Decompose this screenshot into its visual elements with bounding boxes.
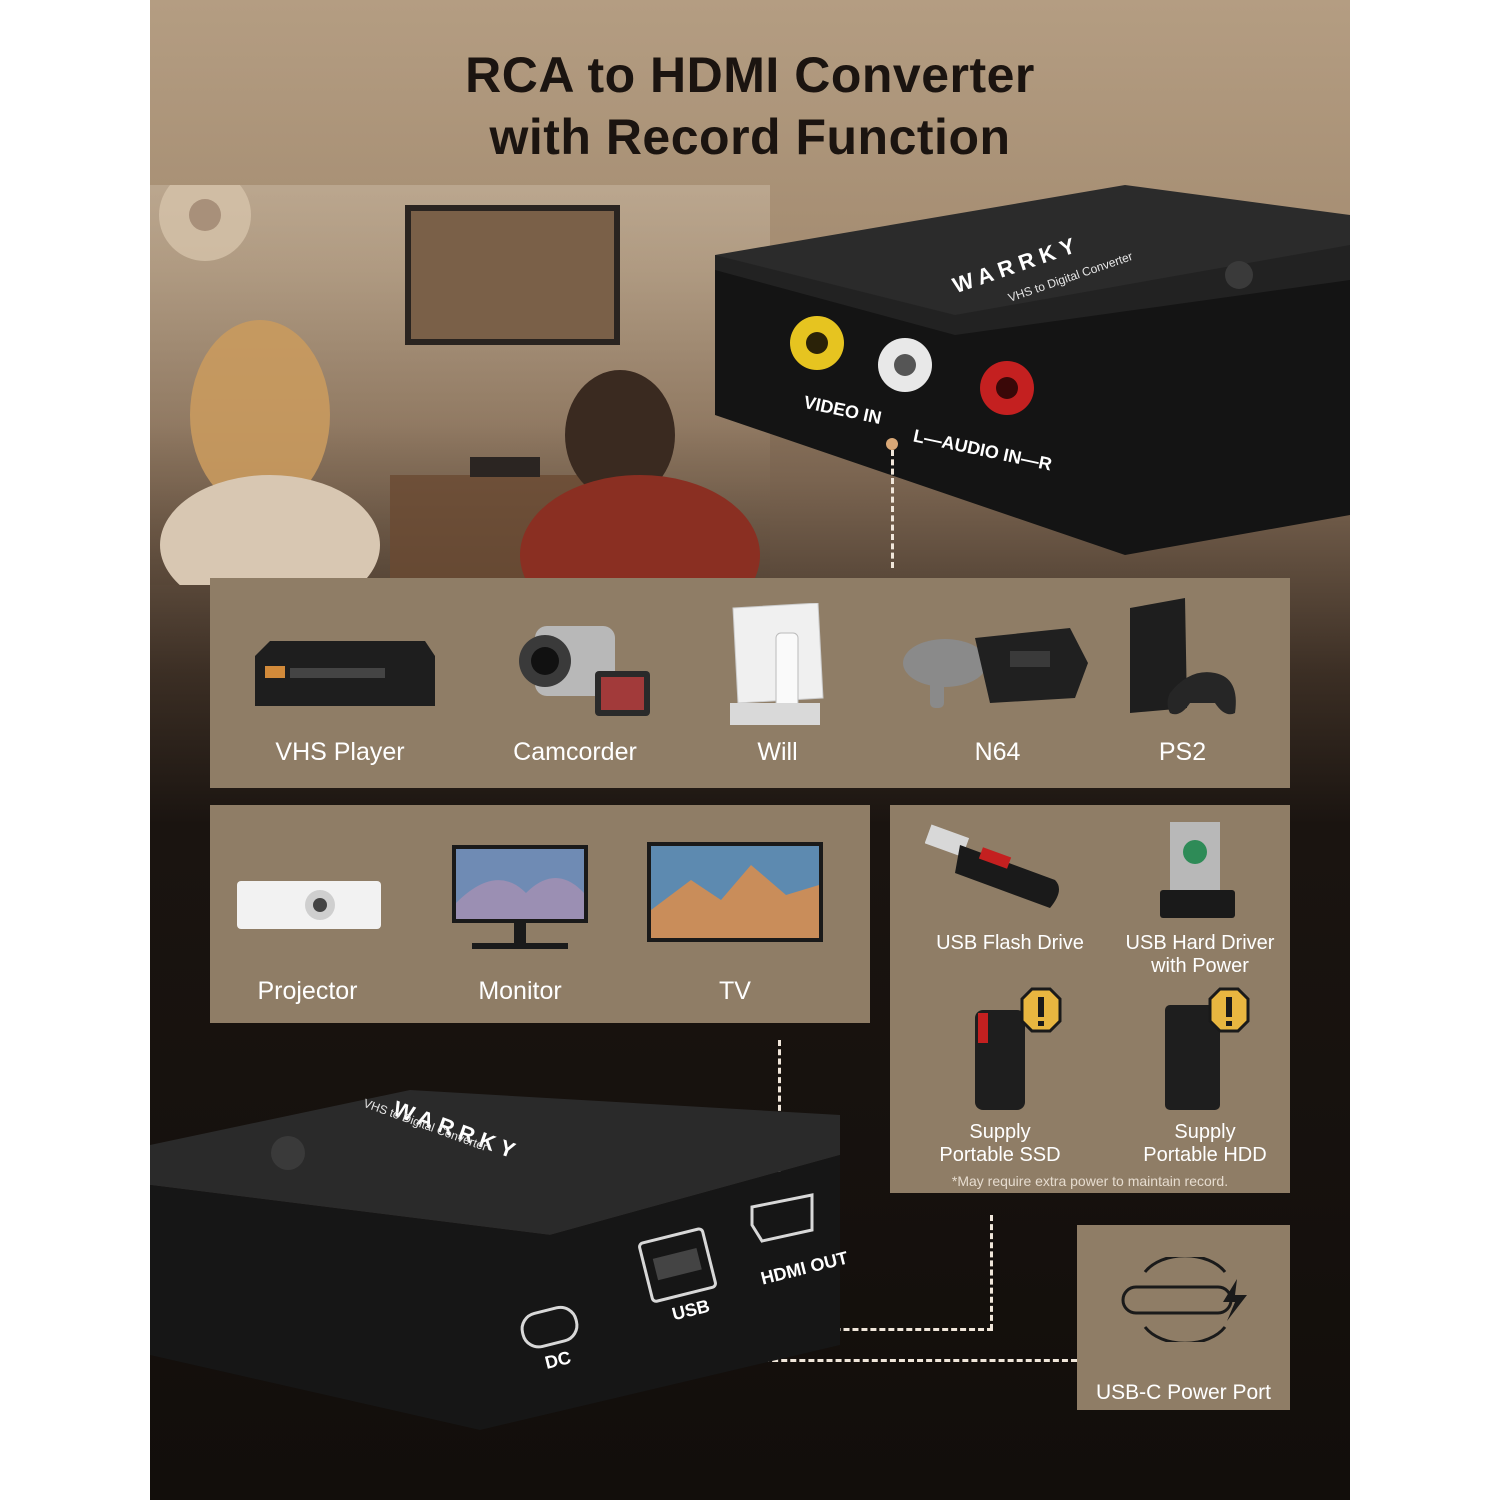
wii-console-icon — [730, 603, 824, 725]
output-displays-panel: Projector Monitor TV — [210, 805, 870, 1023]
storage-label-hdd-dock: USB Hard Driver with Power — [1100, 932, 1300, 978]
connector-line — [990, 1215, 993, 1330]
source-label-wii: Will — [757, 738, 798, 766]
bottom-converter-device — [150, 1090, 840, 1430]
usb-flash-drive-icon — [925, 824, 1059, 908]
monitor-icon — [452, 845, 588, 949]
source-label-camcorder: Camcorder — [513, 738, 637, 766]
hdd-dock-icon — [1160, 822, 1235, 918]
living-room-photo — [150, 185, 770, 585]
connector-line — [582, 1359, 1077, 1362]
title-line-1: RCA to HDMI Converter — [465, 47, 1035, 103]
usb-c-charging-icon — [1121, 1257, 1247, 1342]
storage-label-portable-hdd-line2: Portable HDD — [1143, 1144, 1267, 1166]
storage-label-portable-hdd: Supply Portable HDD — [1105, 1121, 1305, 1167]
warning-icon — [1208, 987, 1250, 1033]
input-sources-panel: VHS Player Camcorder Will N64 PS2 — [210, 578, 1290, 788]
top-converter-device — [715, 185, 1350, 555]
record-button-icon — [271, 1136, 305, 1170]
portable-ssd-icon — [975, 1010, 1025, 1110]
storage-devices-panel: USB Flash Drive USB Hard Driver with Pow… — [890, 805, 1290, 1193]
display-label-monitor: Monitor — [478, 977, 562, 1005]
source-label-vhs: VHS Player — [275, 738, 405, 766]
warning-icon — [1020, 987, 1062, 1033]
ps2-console-icon — [1130, 598, 1236, 715]
storage-label-portable-hdd-line1: Supply — [1174, 1121, 1236, 1143]
tv-icon — [647, 842, 823, 942]
power-port-label: USB-C Power Port — [1095, 1381, 1272, 1404]
storage-label-hdd-dock-line2: with Power — [1151, 955, 1249, 977]
storage-label-ssd-line2: Portable SSD — [939, 1144, 1061, 1166]
connector-line — [700, 1328, 993, 1331]
power-port-panel: USB-C Power Port — [1077, 1225, 1290, 1410]
product-infographic: RCA to HDMI Converter with Record Functi… — [150, 0, 1350, 1500]
display-label-tv: TV — [719, 977, 751, 1005]
connector-line — [891, 450, 894, 568]
storage-footnote: *May require extra power to maintain rec… — [951, 1173, 1229, 1189]
record-button-icon — [1225, 261, 1253, 289]
vhs-player-icon — [255, 641, 435, 706]
storage-label-ssd: Supply Portable SSD — [900, 1121, 1100, 1167]
page-title: RCA to HDMI Converter with Record Functi… — [150, 44, 1350, 168]
storage-label-hdd-dock-line1: USB Hard Driver — [1125, 932, 1275, 954]
connector-dot — [886, 438, 898, 450]
n64-console-icon — [903, 628, 1088, 708]
portable-hdd-icon — [1165, 1005, 1220, 1110]
title-line-2: with Record Function — [489, 109, 1011, 165]
source-label-ps2: PS2 — [1158, 738, 1207, 766]
projector-icon — [237, 881, 381, 929]
storage-label-ssd-line1: Supply — [969, 1121, 1031, 1143]
source-label-n64: N64 — [974, 738, 1021, 766]
camcorder-icon — [519, 626, 650, 716]
storage-label-flash: USB Flash Drive — [936, 932, 1084, 954]
display-label-projector: Projector — [257, 977, 358, 1005]
